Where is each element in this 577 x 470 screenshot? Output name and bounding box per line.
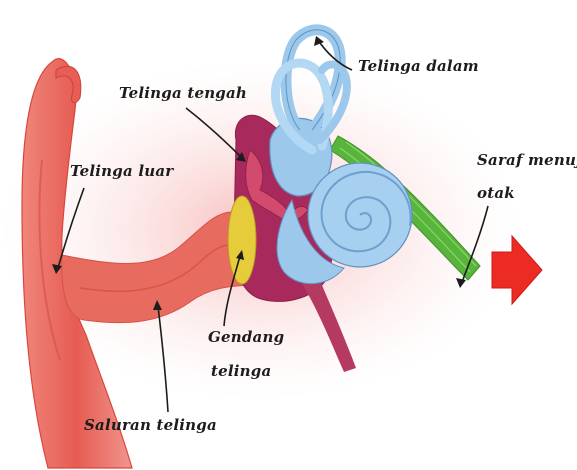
- label-eardrum-line-2: telinga: [211, 362, 271, 380]
- label-inner-ear: Telinga dalam: [358, 57, 479, 75]
- label-nerve-line-1: Saraf menuju: [477, 151, 577, 169]
- label-middle-ear: Telinga tengah: [119, 84, 247, 102]
- label-nerve-line-2: otak: [477, 184, 515, 202]
- label-ear-canal: Saluran telinga: [84, 416, 217, 434]
- eardrum: [228, 196, 256, 284]
- label-outer-ear: Telinga luar: [70, 162, 173, 180]
- leader-arrowhead-inner-ear: [314, 36, 324, 46]
- label-eardrum-line-1: Gendang: [208, 328, 284, 346]
